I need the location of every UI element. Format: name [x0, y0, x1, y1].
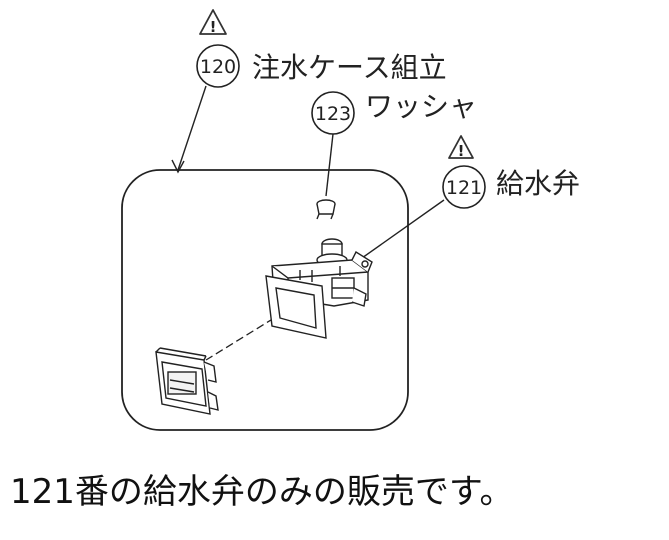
callout-120: 120 注水ケース組立 [196, 44, 447, 88]
callout-label-123: ワッシャ [365, 90, 477, 123]
case-bracket-part [155, 347, 219, 415]
callout-label-121: 給水弁 [496, 167, 580, 200]
sale-note-caption: 121番の給水弁のみの販売です。 [10, 472, 514, 512]
leader-line-120 [177, 85, 207, 171]
callout-number-120: 120 [200, 56, 236, 78]
svg-text:!: ! [210, 18, 217, 36]
callout-123: 123 ワッシャ [311, 90, 477, 135]
warning-icon-120: ! [199, 9, 227, 36]
svg-text:!: ! [458, 142, 465, 160]
callout-label-120: 注水ケース組立 [252, 51, 447, 84]
water-valve-part-121 [265, 238, 373, 339]
callout-number-121: 121 [446, 177, 482, 199]
warning-icon-121: ! [448, 135, 474, 160]
leader-line-121 [361, 199, 445, 259]
leader-line-123 [325, 133, 334, 197]
assembly-frame [121, 169, 409, 431]
callout-number-123: 123 [315, 103, 351, 125]
washer-part-123 [316, 199, 336, 220]
callout-121: 121 給水弁 [442, 165, 580, 209]
